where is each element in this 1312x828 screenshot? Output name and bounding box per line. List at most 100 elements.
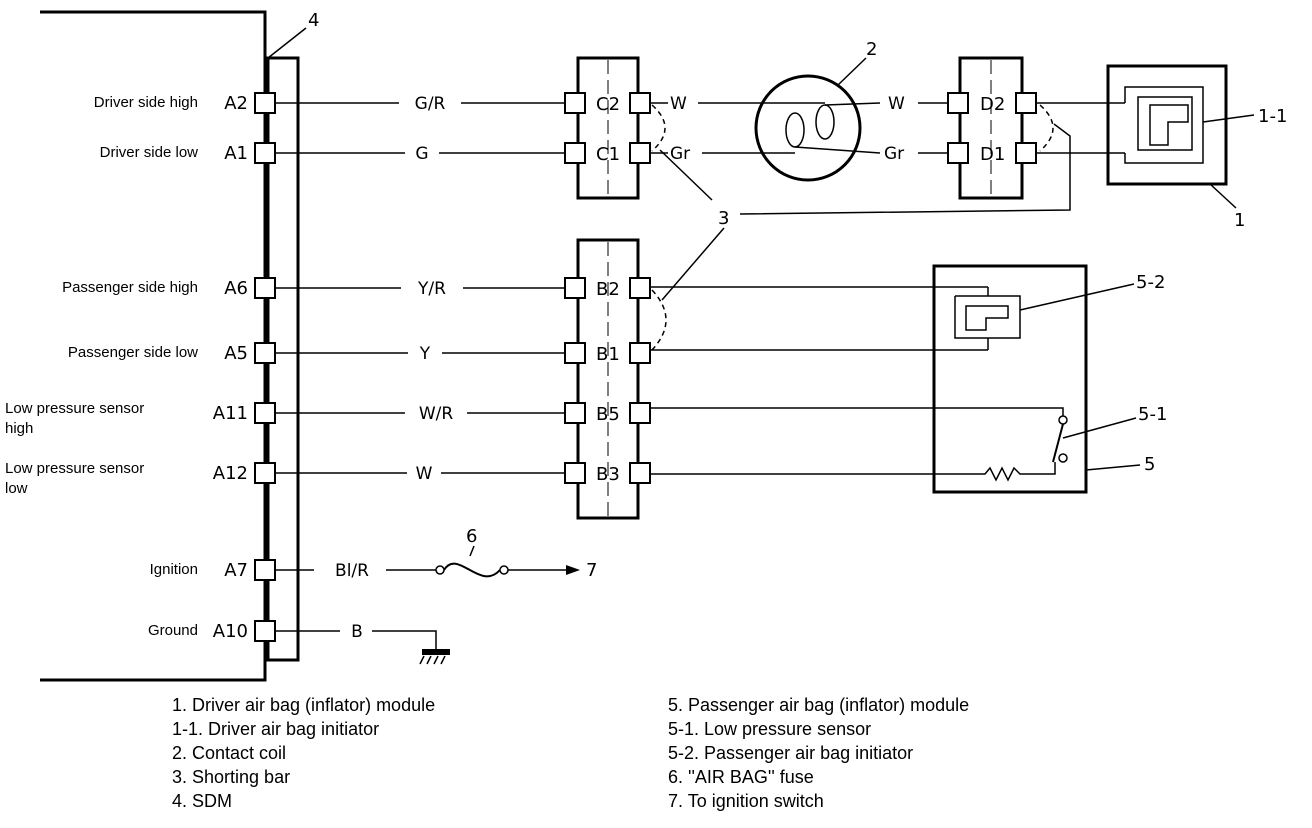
wire-color-label: W/R [419, 404, 454, 424]
sdm-terminal-pin [254, 559, 276, 581]
contact-coil-lead-left [794, 146, 881, 154]
connector-d-label-d1: D1 [980, 144, 1005, 165]
callout-leader-6 [469, 545, 475, 557]
callout-leader-1 [1209, 183, 1237, 209]
legend-item: 5. Passenger air bag (inflator) module [668, 695, 970, 715]
legend-item: 4. SDM [172, 791, 233, 811]
contact-coil-loop-right [815, 104, 835, 140]
fuse-terminal-right [499, 565, 509, 575]
connector-b-label-b5: B5 [596, 404, 620, 425]
connector-b-body [576, 238, 640, 520]
callout-leader-5-1 [1062, 417, 1137, 439]
legend-right: 5. Passenger air bag (inflator) module 5… [668, 693, 969, 813]
connector-d-pin-left-d2 [947, 92, 969, 114]
contact-coil-lead-right [824, 102, 881, 106]
legend-item: 3. Shorting bar [172, 767, 291, 787]
legend-left: 1. Driver air bag (inflator) module 1-1.… [172, 693, 435, 813]
arrow-to-ignition-icon [566, 565, 580, 575]
wire-b5-to-sensor [650, 407, 1064, 416]
legend-item: 1-1. Driver air bag initiator [172, 719, 380, 739]
connector-b-pin-left-b2 [564, 277, 586, 299]
wire-color-label: G [415, 144, 428, 164]
connector-d-pin-right-d2 [1015, 92, 1037, 114]
connector-c-pin-left-c1 [564, 142, 586, 164]
legend-item: 2. Contact coil [172, 743, 287, 763]
wire-label-c1-out: Gr [670, 144, 690, 164]
callout-fuse: 6 [466, 526, 477, 547]
shorting-bar-c [651, 104, 666, 152]
sdm-terminal-pin [254, 620, 276, 642]
connector-b-pin-left-b5 [564, 402, 586, 424]
sdm-terminal-pin [254, 92, 276, 114]
callout-driver-module: 1 [1234, 210, 1245, 231]
fuse-terminal-left [435, 565, 445, 575]
wire-label-c2-out: W [670, 94, 687, 114]
connector-d-body [958, 56, 1024, 200]
sdm-terminal-label: Passenger side high [62, 279, 198, 296]
sdm-terminal-pin [254, 277, 276, 299]
callout-passenger-initiator: 5-2 [1136, 272, 1165, 293]
wire-color-label: Y [419, 344, 431, 364]
callout-leader-coil [837, 57, 867, 86]
connector-b-label-b2: B2 [596, 279, 620, 300]
sdm-terminal-label: low [5, 480, 28, 497]
callout-leader-3-c [659, 149, 713, 201]
wire-color-label: Y/R [417, 279, 446, 299]
connector-c-body [576, 56, 640, 200]
sdm-terminal-id: A10 [213, 621, 248, 642]
legend-item: 1. Driver air bag (inflator) module [172, 695, 436, 715]
sdm-terminal-id: A12 [213, 463, 248, 484]
callout-leader-3-d [739, 123, 1071, 215]
wire-b3-to-sensor [650, 462, 1056, 482]
callout-leader-5 [1085, 464, 1141, 471]
connector-b-pin-right-b5 [629, 402, 651, 424]
legend-item: 5-1. Low pressure sensor [668, 719, 872, 739]
shorting-bar-b [651, 289, 667, 351]
connector-c-label-c2: C2 [596, 94, 620, 115]
passenger-airbag-initiator [954, 287, 1021, 350]
connector-b-pin-right-b3 [629, 462, 651, 484]
wire-color-label: G/R [415, 94, 446, 114]
wire-label-d1-in: Gr [884, 144, 904, 164]
sdm-terminal-pin [254, 142, 276, 164]
sdm-terminal-pin [254, 402, 276, 424]
callout-low-pressure-sensor: 5-1 [1138, 404, 1167, 425]
legend-item: 5-2. Passenger air bag initiator [668, 743, 914, 763]
connector-b-pin-right-b2 [629, 277, 651, 299]
callout-driver-initiator: 1-1 [1258, 106, 1287, 127]
wire-color-label: W [416, 464, 433, 484]
sdm-terminal-pin [254, 342, 276, 364]
contact-coil-loop-left [785, 112, 805, 148]
shorting-bar-d [1039, 104, 1054, 152]
driver-airbag-initiator [1124, 86, 1204, 164]
callout-leader-sdm [267, 27, 307, 59]
legend-item: 6. ''AIR BAG'' fuse [668, 767, 814, 787]
connector-d-pin-right-d1 [1015, 142, 1037, 164]
low-pressure-sensor-contact-bottom [1058, 453, 1068, 463]
sdm-terminal-label: Low pressure sensor [5, 400, 144, 417]
sdm-terminal-pin [254, 462, 276, 484]
callout-leader-5-2 [1019, 283, 1135, 311]
callout-contact-coil: 2 [866, 39, 877, 60]
callout-shorting-bar: 3 [718, 208, 729, 229]
sdm-terminal-label: Low pressure sensor [5, 460, 144, 477]
wire-color-label: B [351, 622, 363, 642]
sdm-terminal-a12: Low pressure sensor low A12 W [5, 460, 565, 497]
air-bag-fuse [443, 562, 501, 578]
connector-c-pin-right-c2 [629, 92, 651, 114]
sdm-terminal-id: A5 [224, 343, 248, 364]
contact-coil [754, 74, 862, 182]
connector-b-label-b3: B3 [596, 464, 620, 485]
low-pressure-sensor-contact-top [1058, 415, 1068, 425]
connector-b-pin-left-b1 [564, 342, 586, 364]
sdm-terminal-id: A2 [224, 93, 248, 114]
connector-c-label-c1: C1 [596, 144, 620, 165]
wire-label-d2-in: W [888, 94, 905, 114]
sdm-terminal-id: A6 [224, 278, 248, 299]
